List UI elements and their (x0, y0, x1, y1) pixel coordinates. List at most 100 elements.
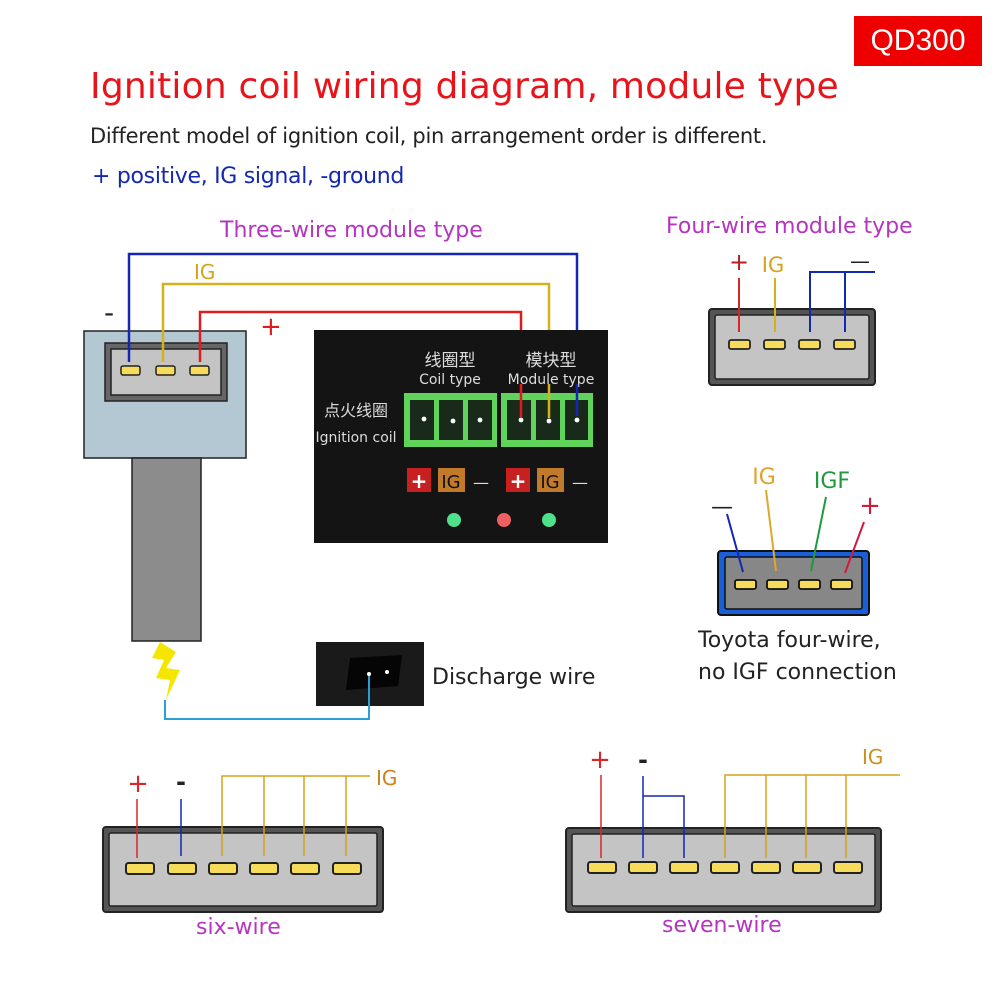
positive-label: + (859, 491, 881, 521)
six-wire-connector: + - IG (102, 766, 397, 913)
coil-type-terminal-block (404, 393, 497, 447)
pin (208, 862, 238, 875)
pin (798, 579, 821, 590)
discharge-pin (367, 672, 371, 676)
coil-pin (120, 365, 141, 376)
coil-type-cn: 线圈型 (425, 351, 476, 371)
terminal-screw (477, 417, 483, 423)
ground-bridge (643, 795, 685, 858)
led-green (542, 513, 556, 527)
pin (125, 862, 155, 875)
toyota-caption-line1: Toyota four-wire, (698, 628, 881, 653)
tag-text: — (473, 473, 489, 492)
connector-face (108, 832, 378, 907)
ig-bus (724, 774, 900, 858)
pin (798, 339, 821, 350)
seven-wire-label: seven-wire (662, 913, 782, 938)
pin (833, 861, 863, 874)
discharge-socket (346, 655, 402, 690)
pin (728, 339, 751, 350)
six-wire-label: six-wire (196, 915, 281, 940)
ig-tag (438, 468, 465, 492)
page-subtitle: Different model of ignition coil, pin ar… (90, 124, 768, 148)
terminal-screw (421, 416, 427, 422)
discharge-wire-label: Discharge wire (432, 665, 596, 690)
pin (792, 861, 822, 874)
ig-wire (765, 489, 777, 572)
pin (766, 579, 789, 590)
ig-label: IG (194, 260, 215, 284)
ignition-coil-cn: 点火线圈 (324, 401, 388, 420)
pin (833, 339, 856, 350)
connector-face (714, 314, 870, 380)
ground-wire (127, 252, 579, 402)
positive-label: + (127, 769, 149, 799)
module-type-en: Module type (508, 372, 595, 388)
positive-label: + (729, 248, 749, 276)
model-badge: QD300 (854, 16, 982, 66)
pin (587, 861, 617, 874)
positive-label: + (260, 312, 282, 342)
pin (290, 862, 320, 875)
pin (710, 861, 740, 874)
discharge-pin (385, 670, 389, 674)
igf-label: IGF (814, 469, 850, 494)
ground-label: - (104, 296, 114, 329)
ig-tag (537, 468, 564, 492)
page-title: Ignition coil wiring diagram, module typ… (90, 66, 839, 107)
coil-type-en: Coil type (419, 372, 481, 388)
pin (669, 861, 699, 874)
tag-text: IG (441, 472, 460, 493)
three-wire-coil (83, 330, 247, 700)
tag-text: + (411, 469, 428, 493)
module-type-terminal-block (501, 393, 593, 447)
ig-bus (221, 775, 370, 856)
pin (734, 579, 757, 590)
ground-label: - (638, 746, 648, 774)
connector-face (724, 556, 863, 610)
pin (249, 862, 279, 875)
seven-wire-connector: + - IG (565, 745, 900, 913)
ig-label: IG (762, 253, 784, 277)
coil-pin (189, 365, 210, 376)
coil-pin (155, 365, 176, 376)
terminal-screw (518, 417, 524, 423)
three-wire-title: Three-wire module type (220, 218, 483, 243)
toyota-caption-line2: no IGF connection (698, 660, 897, 685)
tag-text: + (510, 469, 527, 493)
ignition-coil-en: Ignition coil (315, 430, 396, 446)
toyota-connector: — IG IGF + (711, 465, 881, 616)
pin (332, 862, 362, 875)
coil-body (131, 457, 202, 642)
ground-label: — (850, 249, 870, 273)
terminal-screw (546, 418, 552, 424)
pin (628, 861, 658, 874)
tag-text: IG (540, 472, 559, 493)
discharge-port (164, 642, 424, 720)
spark-icon (152, 642, 180, 700)
four-wire-title: Four-wire module type (666, 214, 913, 239)
ground-wire (809, 271, 875, 332)
ground-wire (726, 513, 744, 573)
ig-label: IG (862, 745, 883, 769)
pin (830, 579, 853, 590)
terminal-screw (450, 418, 456, 424)
four-wire-connector: + IG — (708, 248, 876, 386)
module-panel: 线圈型 Coil type 模块型 Module type 点火线圈 Ignit… (314, 330, 608, 543)
positive-wire (844, 521, 865, 574)
positive-tag (506, 468, 530, 492)
tag-text: — (572, 473, 588, 492)
discharge-wire (164, 676, 370, 720)
igf-wire (810, 496, 827, 572)
ground-label: - (176, 768, 186, 796)
terminal-screw (574, 417, 580, 423)
positive-label: + (589, 745, 611, 775)
positive-tag (407, 468, 431, 492)
pin (763, 339, 786, 350)
ig-label: IG (752, 465, 776, 490)
ground-label: — (711, 495, 733, 520)
led-green (447, 513, 461, 527)
pin (751, 861, 781, 874)
module-type-cn: 模块型 (526, 351, 577, 371)
